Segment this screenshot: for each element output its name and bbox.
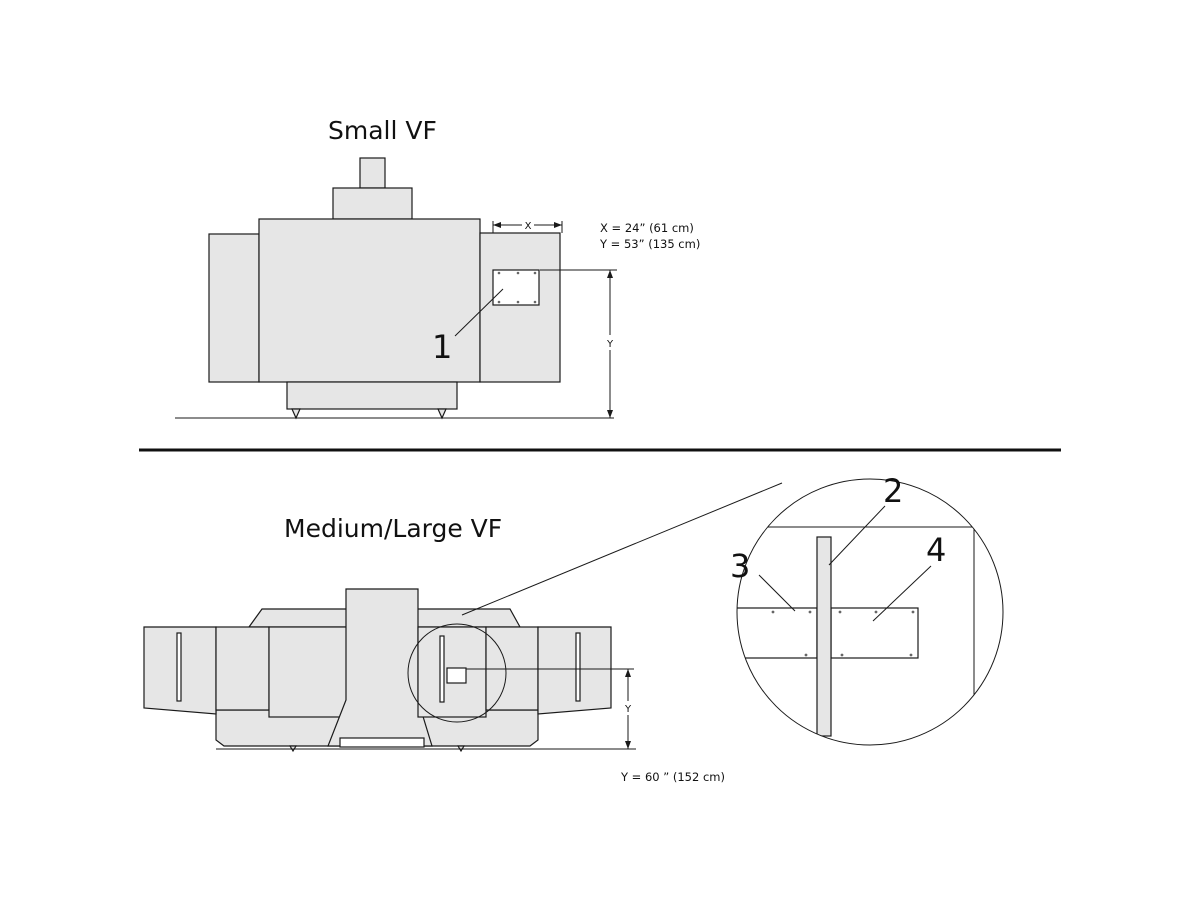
magnified-detail: 2 3 4 bbox=[730, 472, 1004, 746]
small-vf-y-dimension: Y bbox=[540, 269, 617, 418]
x-dimension-label: X bbox=[525, 221, 532, 232]
detail-plate-4 bbox=[830, 607, 919, 659]
small-vf-spindle-head bbox=[332, 187, 413, 220]
small-vf-right-panel bbox=[479, 232, 561, 383]
small-vf-base bbox=[286, 381, 458, 410]
medium-large-vf-machine bbox=[143, 588, 636, 753]
callout-4-leader bbox=[872, 565, 932, 622]
medium-large-vf-section: Medium/Large VF bbox=[143, 472, 1004, 784]
callout-2: 2 bbox=[883, 472, 903, 510]
small-vf-machine bbox=[175, 157, 614, 420]
magnifier-connector-line bbox=[461, 482, 783, 616]
medium-large-vf-plate bbox=[446, 667, 467, 684]
small-vf-y-note: Y = 53” (135 cm) bbox=[599, 237, 700, 251]
small-vf-left-panel bbox=[208, 233, 260, 383]
callout-2-leader bbox=[828, 505, 886, 566]
small-vf-x-dimension: X bbox=[492, 221, 563, 233]
medium-large-vf-y-dimension: Y bbox=[466, 668, 634, 749]
small-vf-foot-left bbox=[291, 408, 301, 420]
small-vf-title: Small VF bbox=[328, 116, 437, 145]
small-vf-section: Small VF bbox=[175, 116, 700, 420]
small-vf-mounting-plate bbox=[492, 269, 540, 306]
medium-large-vf-y-note: Y = 60 ” (152 cm) bbox=[620, 770, 725, 784]
magnifier-detail-circle bbox=[736, 478, 1004, 746]
small-vf-foot-right bbox=[437, 408, 447, 420]
small-vf-x-note: X = 24” (61 cm) bbox=[600, 221, 694, 235]
y-dimension-label-medium: Y bbox=[624, 704, 632, 715]
small-vf-spindle-top bbox=[359, 157, 386, 189]
magnifier-source-circle bbox=[407, 623, 507, 723]
small-vf-main-enclosure bbox=[258, 218, 481, 383]
callout-3: 3 bbox=[730, 547, 750, 585]
callout-3-leader bbox=[758, 574, 796, 612]
medium-large-vf-title: Medium/Large VF bbox=[284, 514, 502, 543]
detail-vertical-bar bbox=[816, 536, 832, 737]
callout-4: 4 bbox=[926, 531, 946, 569]
callout-1-leader bbox=[454, 288, 504, 337]
y-dimension-label-small: Y bbox=[606, 339, 614, 350]
callout-1: 1 bbox=[432, 328, 452, 366]
